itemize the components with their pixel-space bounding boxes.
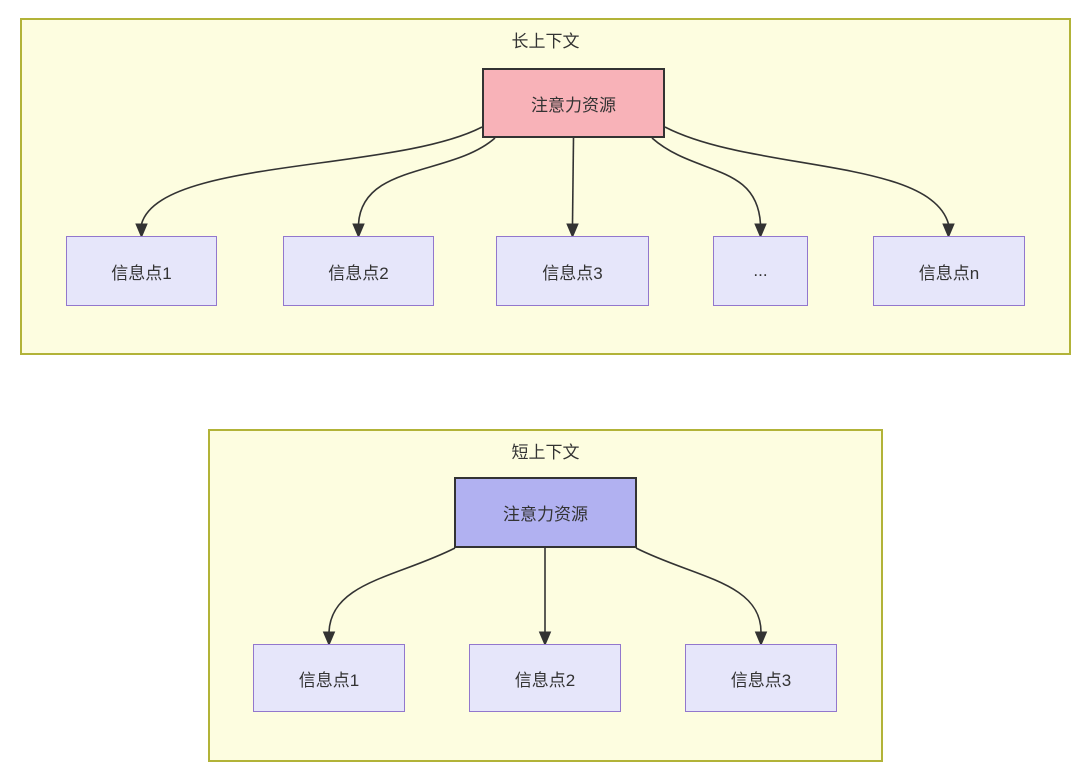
short-info-box-2: 信息点2 [469,644,621,712]
short-info-box-1: 信息点1 [253,644,405,712]
long-context-title: 长上下文 [511,32,580,51]
long-info-box-3: 信息点3 [496,236,649,306]
long-attention-box: 注意力资源 [482,68,665,138]
short-attention-box: 注意力资源 [454,477,637,548]
short-context-title: 短上下文 [511,443,580,462]
long-info-box-ellipsis: ... [713,236,808,306]
long-info-box-1: 信息点1 [66,236,217,306]
long-info-box-n: 信息点n [873,236,1025,306]
long-info-box-2: 信息点2 [283,236,434,306]
short-info-box-3: 信息点3 [685,644,837,712]
